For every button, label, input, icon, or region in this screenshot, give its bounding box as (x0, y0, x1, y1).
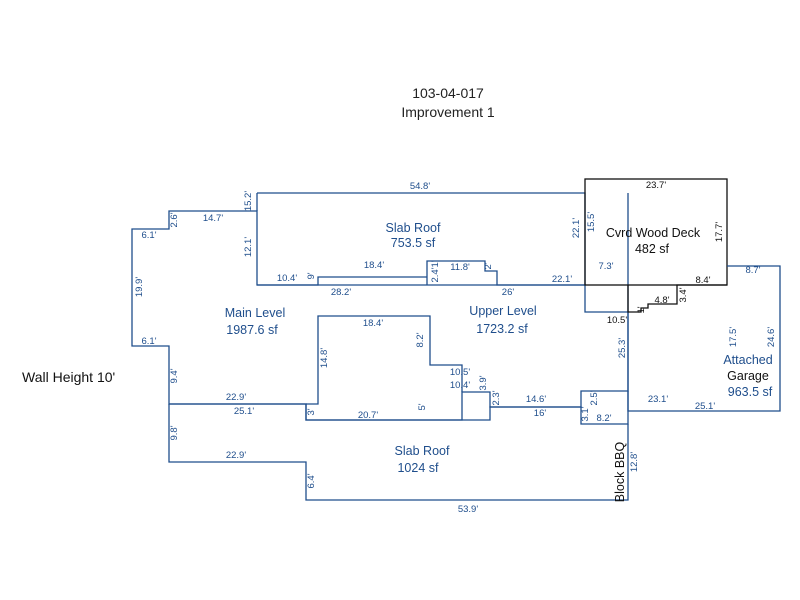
dim-label: 9.4' (169, 368, 180, 383)
dim-label: 15.2' (243, 191, 254, 211)
upper-level-inner-wall (306, 315, 463, 405)
improvement-label: Improvement 1 (401, 104, 495, 120)
dim-label: 10.5' (607, 315, 627, 326)
main-level-area: 1987.6 sf (226, 323, 278, 337)
dim-label: 22.1' (571, 218, 582, 238)
dim-label: 8.7' (745, 265, 760, 276)
dim-label: 54.8' (410, 181, 430, 192)
deck-name: Cvrd Wood Deck (606, 226, 701, 240)
dim-label: 15.5' (586, 212, 597, 232)
dim-label: 22.1' (552, 274, 572, 285)
dim-label: 6.1' (141, 336, 156, 347)
dim-label: 16' (534, 408, 547, 419)
dim-label: 17.5' (728, 327, 739, 347)
dim-label: 10.4' (450, 380, 470, 391)
dim-label: 3.1' (580, 406, 591, 421)
dim-label: 2' (483, 262, 494, 269)
slab-roof-bottom-name: Slab Roof (395, 444, 450, 458)
dim-label: 23.1' (648, 394, 668, 405)
dim-label: 9.8' (169, 425, 180, 440)
dim-label: 25.1' (234, 406, 254, 417)
slab-roof-bottom-outline (168, 404, 629, 501)
deck-area: 482 sf (635, 242, 670, 256)
dim-label: 28.2' (331, 287, 351, 298)
upper-level-area: 1723.2 sf (476, 322, 528, 336)
main-level-name: Main Level (225, 306, 285, 320)
dim-label: 14.6' (526, 394, 546, 405)
dim-label: 19.9' (134, 277, 145, 297)
dim-label: 26' (502, 287, 515, 298)
dim-label: 24.6' (766, 327, 777, 347)
slab-roof-top-area: 753.5 sf (391, 236, 436, 250)
garage-name-2: Garage (727, 369, 769, 383)
dim-label: 3.9' (478, 375, 489, 390)
slab-roof-top-name: Slab Roof (386, 221, 441, 235)
dim-label: 7.3' (598, 261, 613, 272)
dim-label: 12.1' (243, 237, 254, 257)
dim-label: 5' (417, 403, 428, 410)
parcel-id: 103-04-017 (412, 85, 484, 101)
dim-label: 14.7' (203, 213, 223, 224)
deck-outline (584, 178, 728, 286)
dim-label: 23.7' (646, 180, 666, 191)
deck-stair-outline (627, 284, 727, 313)
dim-label: 53.9' (458, 504, 478, 515)
dim-label: 10.5' (450, 367, 470, 378)
dim-label: 12.8' (629, 452, 640, 472)
dim-label: 2.4' (430, 267, 441, 282)
dim-label: 10.4' (277, 273, 297, 284)
dim-label: 14.8' (319, 348, 330, 368)
dim-label: 3.4' (678, 287, 689, 302)
dim-label: 4.8' (654, 295, 669, 306)
slab-roof-bottom-area: 1024 sf (397, 461, 439, 475)
dim-label: 18.4' (364, 260, 384, 271)
dim-label: 9' (306, 272, 317, 279)
garage-area: 963.5 sf (728, 385, 773, 399)
wall-height-label: Wall Height 10' (22, 369, 115, 385)
slab-roof-top-inner (257, 276, 427, 286)
dim-label: 8.2' (596, 413, 611, 424)
dim-label: 25.1' (695, 401, 715, 412)
dim-label: 2.5' (589, 390, 600, 405)
dim-label: 22.9' (226, 392, 246, 403)
block-bbq-label: Block BBQ (613, 442, 627, 503)
dim-label: 18.4' (363, 318, 383, 329)
dim-label: 6.1' (141, 230, 156, 241)
dim-label: 1' (430, 260, 441, 267)
garage-outline (627, 265, 781, 412)
dim-label: 25.3' (617, 338, 628, 358)
garage-name-1: Attached (723, 353, 772, 367)
upper-level-name: Upper Level (469, 304, 536, 318)
dim-label: 2.3' (491, 390, 502, 405)
dim-label: 6.4' (306, 473, 317, 488)
dim-label: 8.2' (415, 332, 426, 347)
dim-label: 22.9' (226, 450, 246, 461)
dim-label: 3' (306, 408, 317, 415)
dim-label: 2.6' (169, 212, 180, 227)
dim-label: 8.4' (695, 275, 710, 286)
main-level-outline (131, 192, 629, 425)
dim-label: 11.8' (450, 262, 470, 273)
dim-label: 17.7' (714, 222, 725, 242)
dim-label: 1' (636, 306, 647, 313)
dim-label: 20.7' (358, 410, 378, 421)
